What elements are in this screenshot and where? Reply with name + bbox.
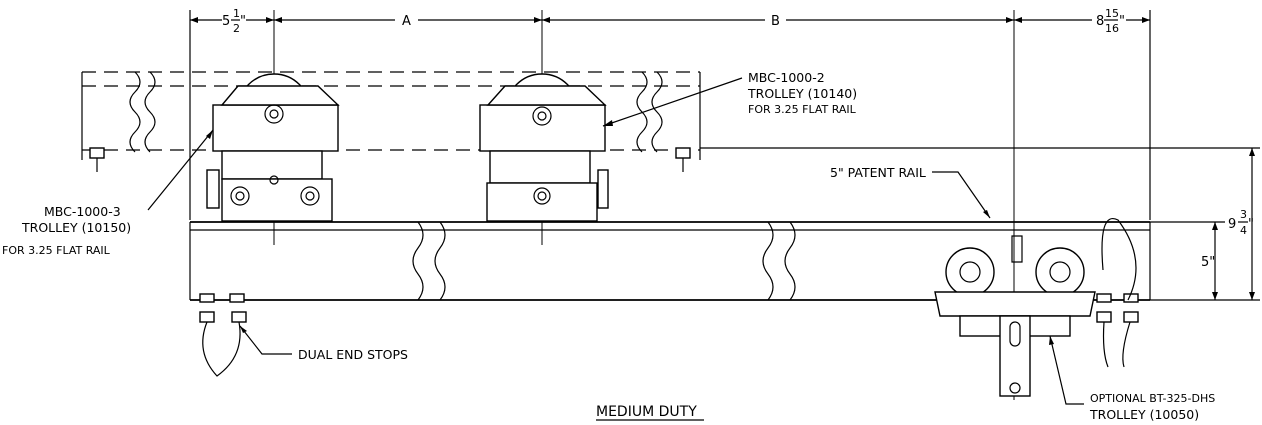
callout-end-stops: DUAL END STOPS [298, 347, 408, 362]
callout-optional-trolley: OPTIONAL BT-325-DHS TROLLEY (10050) [1089, 392, 1215, 422]
trolley-middle [479, 73, 609, 222]
upper-rail [81, 71, 701, 172]
leader-trolley-3 [147, 129, 214, 211]
callout-patent-rail: 5" PATENT RAIL [830, 165, 926, 180]
trolley-optional [934, 235, 1096, 397]
dim-left-offset: 5 1 2 " [222, 7, 246, 35]
callout-optional-trolley-line-1: OPTIONAL BT-325-DHS [1090, 392, 1215, 405]
callout-trolley-2-line-1: MBC-1000-2 [748, 70, 825, 85]
dim-right-num: 15 [1105, 7, 1119, 20]
callout-trolley-3-line-3: FOR 3.25 FLAT RAIL [2, 244, 111, 257]
leader-end-stops [239, 325, 292, 355]
dim-left-num: 1 [233, 7, 240, 20]
dim-right-den: 16 [1105, 22, 1119, 35]
callout-trolley-3: MBC-1000-3 TROLLEY (10150) FOR 3.25 FLAT… [2, 204, 131, 257]
callout-optional-trolley-line-2: TROLLEY (10050) [1089, 407, 1199, 422]
dim-height-den: 4 [1240, 224, 1247, 237]
dim-a-label: A [402, 14, 411, 29]
dim-right-whole: 8 [1096, 14, 1104, 29]
dim-left-unit: " [240, 14, 246, 29]
top-dimension-line [189, 10, 1151, 220]
callout-trolley-2-line-2: TROLLEY (10140) [747, 86, 857, 101]
dim-height-unit: " [1248, 217, 1254, 232]
callout-trolley-3-line-2: TROLLEY (10150) [21, 220, 131, 235]
dim-b-label: B [771, 14, 780, 29]
dim-left-whole: 5 [222, 14, 230, 29]
dim-height-num: 3 [1240, 208, 1247, 221]
callout-trolley-3-line-1: MBC-1000-3 [44, 204, 121, 219]
leader-optional-trolley [1049, 335, 1084, 405]
end-stops [199, 218, 1139, 377]
leader-patent-rail [932, 171, 991, 219]
callout-trolley-2: MBC-1000-2 TROLLEY (10140) FOR 3.25 FLAT… [747, 70, 857, 116]
dim-height-whole: 9 [1228, 217, 1236, 232]
patent-rail [189, 221, 1151, 301]
dim-rail-height: 5" [1201, 255, 1215, 270]
vertical-dimensions [700, 147, 1260, 301]
dim-right-unit: " [1119, 14, 1125, 29]
dim-left-den: 2 [233, 22, 240, 35]
leader-trolley-2 [602, 77, 743, 127]
dim-total-height: 9 3 4 " [1228, 208, 1254, 237]
trolley-left [206, 73, 340, 222]
callout-trolley-2-line-3: FOR 3.25 FLAT RAIL [748, 103, 857, 116]
dim-right-offset: 8 15 16 " [1096, 7, 1125, 35]
drawing-title: MEDIUM DUTY [596, 404, 697, 420]
